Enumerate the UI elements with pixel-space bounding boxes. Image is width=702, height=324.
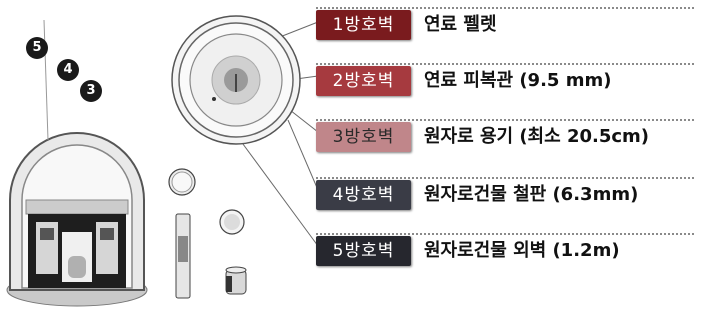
barrier-3-label: 원자로 용기 (최소 20.5cm)	[424, 126, 650, 147]
pellet-side-top	[225, 266, 247, 274]
fuel-rod-pellets	[178, 236, 188, 262]
ring-cross-section	[171, 15, 301, 145]
dotted-line-1	[316, 7, 694, 9]
ring-dot	[212, 97, 216, 101]
marker-4: 4	[57, 59, 79, 81]
marker-3: 3	[80, 80, 102, 102]
barrier-5-label: 원자로건물 외벽 (1.2m)	[424, 240, 620, 261]
barrier-1-label: 연료 펠렛	[424, 14, 497, 35]
barrier-1-badge: 1방호벽	[316, 10, 411, 40]
building-crane-floor	[25, 199, 129, 215]
pellet-inner	[171, 171, 193, 193]
containment-building	[6, 19, 148, 307]
connector-line-5	[239, 139, 319, 247]
fuel-components	[168, 168, 247, 299]
dotted-line-3	[316, 119, 694, 121]
barrier-4-badge: 4방호벽	[316, 180, 411, 210]
dotted-line-4	[316, 177, 694, 179]
barrier-3-badge: 3방호벽	[316, 122, 411, 152]
pellet-face-inner	[224, 214, 240, 230]
barrier-4-label: 원자로건물 철판 (6.3mm)	[424, 184, 639, 205]
connector-line-4	[287, 119, 319, 191]
marker-5: 5	[26, 37, 48, 59]
reactor-core	[68, 256, 86, 278]
barrier-5-badge: 5방호벽	[316, 236, 411, 266]
barrier-2-label: 연료 피복관 (9.5 mm)	[424, 70, 612, 91]
generator-top-left	[40, 228, 54, 240]
dotted-line-5	[316, 233, 694, 235]
barrier-2-badge: 2방호벽	[316, 66, 411, 96]
dotted-line-2	[316, 63, 694, 65]
generator-top-right	[100, 228, 114, 240]
marker-line	[43, 19, 49, 141]
pellet-side-shade	[226, 276, 232, 292]
